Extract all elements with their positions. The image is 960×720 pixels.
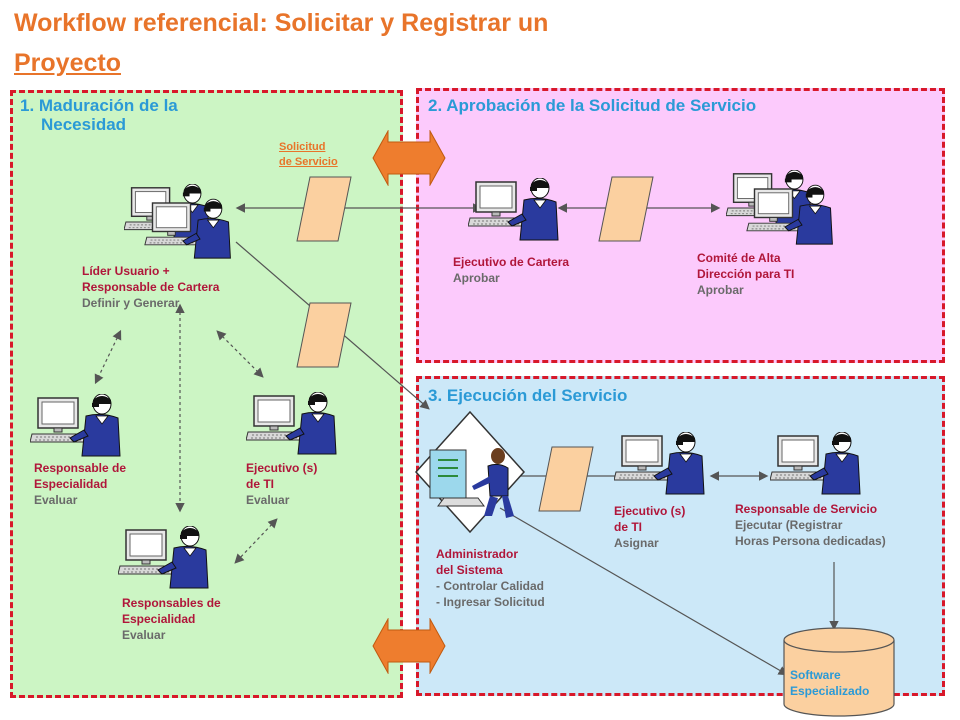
doc-label-line2: de Servicio [279,156,338,168]
doc-label-line1: Solicitud [279,141,326,153]
actor-resp-servicio: Responsable de Servicio Ejecutar (Regist… [735,501,886,549]
computer-user-icon [118,526,209,589]
actor-lider: Líder Usuario + Responsable de Cartera D… [82,263,219,311]
system-admin-icon [414,410,526,534]
actor-ejec-ti-eval: Ejecutivo (s) de TI Evaluar [246,460,317,508]
panel-aprobacion-title: 2. Aprobación de la Solicitud de Servici… [428,96,757,115]
actor-role: Dirección para TI [697,267,795,281]
actor-action: Evaluar [246,493,290,507]
panel-maduracion-title: 1. Maduración de la Necesidad [20,96,178,134]
computer-user-icon [468,178,559,241]
exchange-arrow-icon [372,130,446,186]
document-icon [296,176,352,242]
actor-role: Responsables de [122,596,221,610]
computer-user-icon [614,432,705,495]
panel-maduracion-title-line2: Necesidad [41,115,127,134]
actor-role: Ejecutivo (s) [614,504,686,518]
database-label-line1: Software [790,668,841,682]
actor-role: Ejecutivo (s) [246,461,318,475]
database-icon [783,627,895,717]
document-icon [296,302,352,368]
actor-role: Responsable de Servicio [735,502,878,516]
actor-role: Especialidad [34,477,108,491]
actor-role: Especialidad [122,612,196,626]
database-label-line2: Especializado [790,684,870,698]
actor-role: Administrador [436,547,519,561]
actor-comite: Comité de Alta Dirección para TI Aprobar [697,250,794,298]
doc-label-solicitud: Solicitud de Servicio [279,140,338,170]
actor-role: de TI [246,477,275,491]
computer-user-icon [30,394,121,457]
actor-action: Definir y Generar [82,296,180,310]
actor-ejec-cartera: Ejecutivo de Cartera Aprobar [453,254,569,286]
actor-resp-esp: Responsable de Especialidad Evaluar [34,460,126,508]
flow-lider-ejec-ti [216,330,264,378]
panel-ejecucion-title: 3. Ejecución del Servicio [428,386,628,405]
actor-role: Responsable de Cartera [82,280,220,294]
actor-role: de TI [614,520,643,534]
panel-aprobacion [416,88,945,363]
actor-action: Evaluar [122,628,166,642]
computer-user-pair-icon [726,170,834,245]
actor-ejec-ti-asig: Ejecutivo (s) de TI Asignar [614,503,685,551]
actor-action: Asignar [614,536,659,550]
computer-user-icon [246,392,337,455]
actor-action: Aprobar [453,271,500,285]
exchange-arrow-icon [372,618,446,674]
actor-admin: Administrador del Sistema - Controlar Ca… [436,546,545,610]
flow-admin-database [499,507,789,676]
actor-action: Ejecutar (Registrar [735,518,843,532]
flow-lider-resp-esp [94,329,122,385]
database-label: Software Especializado [790,667,869,699]
document-icon [538,446,594,512]
flow-ejec-ti-resps [234,518,278,564]
actor-action: Horas Persona dedicadas) [735,534,886,548]
computer-user-icon [770,432,861,495]
actor-role: Ejecutivo de Cartera [453,255,570,269]
actor-resps-esp: Responsables de Especialidad Evaluar [122,595,221,643]
actor-role: Responsable de [34,461,127,475]
actor-role: Líder Usuario + [82,264,170,278]
page-title-line2: Proyecto [14,49,121,77]
computer-user-pair-icon [124,184,232,259]
actor-action: Evaluar [34,493,78,507]
page-title-line1: Workflow referencial: Solicitar y Regist… [14,9,549,37]
actor-role: del Sistema [436,563,503,577]
panel-maduracion-title-line1: 1. Maduración de la [20,96,178,115]
actor-action: - Controlar Calidad [436,579,545,593]
actor-role: Comité de Alta [697,251,781,265]
document-icon [598,176,654,242]
actor-action: - Ingresar Solicitud [436,595,545,609]
actor-action: Aprobar [697,283,744,297]
